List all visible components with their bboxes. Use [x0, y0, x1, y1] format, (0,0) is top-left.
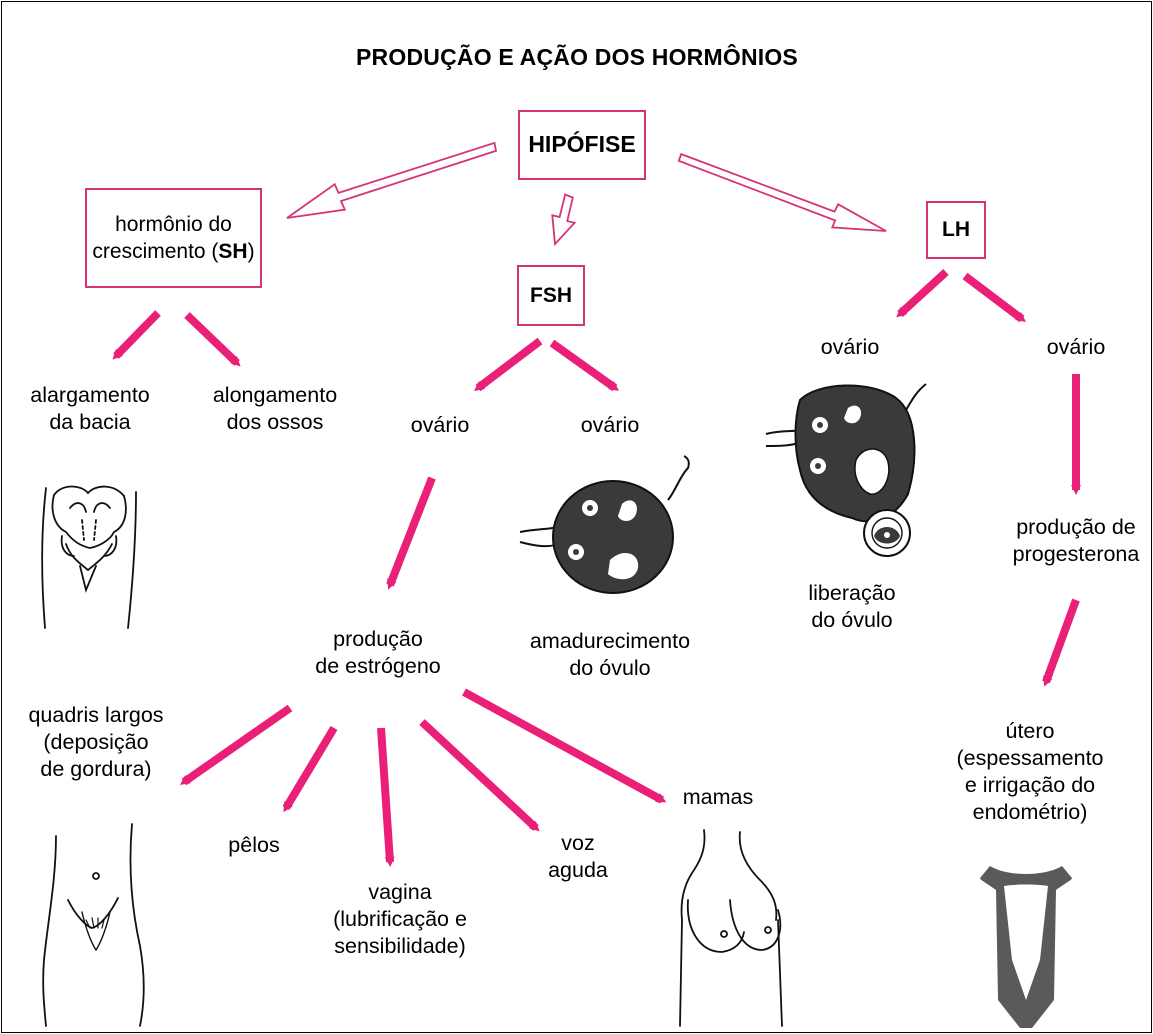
pelos-label: pêlos: [228, 833, 280, 857]
liberacao-label: liberação do óvulo: [808, 581, 896, 633]
lh-label: LH: [942, 218, 970, 242]
fsh-label: FSH: [530, 283, 572, 307]
fsh-box: FSH: [517, 265, 585, 326]
arrow-progesterona-to-utero: [1042, 598, 1080, 687]
arrow-hipofise-to-lh: [677, 152, 887, 232]
growth-hormone-box: hormônio do crescimento (SH): [85, 188, 262, 288]
arrow-gh-to-alongamento: [184, 312, 241, 367]
pelvis-illustration: [41, 485, 137, 629]
page-title: PRODUÇÃO E AÇÃO DOS HORMÔNIOS: [356, 44, 798, 70]
arrow-lh-to-ovario-right: [962, 272, 1026, 323]
arrow-lh-to-ovario-left: [896, 269, 949, 318]
arrow-estrogeno-to-quadris: [179, 704, 293, 786]
hipofise-label: HIPÓFISE: [528, 131, 636, 158]
ovary-ovulation-illustration: [765, 383, 927, 557]
arrow-fsh-to-ovario-right: [549, 339, 620, 392]
arrow-gh-to-alargamento: [112, 310, 161, 360]
mamas-label: mamas: [682, 785, 754, 809]
growth-hormone-label: hormônio do crescimento (SH): [92, 211, 254, 266]
ovario-lh-left-label: ovário: [820, 335, 880, 359]
ovary-illustration: [519, 455, 690, 594]
growth-hormone-abbrev: SH: [218, 240, 248, 263]
arrow-hipofise-to-gh: [286, 141, 498, 219]
breasts-illustration: [679, 829, 783, 1027]
arrow-estrogeno-to-vagina: [377, 727, 395, 867]
alargamento-label: alargamento da bacia: [30, 383, 150, 435]
producao-estrogeno-label: produção de estrógeno: [315, 627, 441, 679]
arrow-estrogeno-to-mamas: [462, 688, 667, 804]
arrow-ovario-to-estrogeno: [386, 476, 436, 590]
quadris-label: quadris largos (deposição de gordura): [28, 703, 164, 782]
hips-illustration: [42, 823, 145, 1027]
arrow-hipofise-to-fsh: [551, 193, 577, 247]
utero-label: útero (espessamento e irrigação do endom…: [956, 719, 1104, 825]
hipofise-box: HIPÓFISE: [518, 110, 646, 180]
arrow-fsh-to-ovario-left: [474, 337, 543, 392]
growth-hormone-line1: hormônio do: [115, 212, 232, 236]
vagina-label: vagina (lubrificação e sensibilidade): [333, 880, 467, 959]
producao-progesterona-label: produção de progesterona: [1012, 515, 1140, 567]
arrow-estrogeno-to-voz: [419, 719, 540, 832]
ovario-lh-right-label: ovário: [1046, 335, 1106, 359]
solid-arrows: [112, 269, 1081, 867]
ovario-fsh-left-label: ovário: [410, 413, 470, 437]
growth-hormone-line2-suffix: ): [247, 240, 255, 263]
ovario-fsh-right-label: ovário: [580, 413, 640, 437]
alongamento-label: alongamento dos ossos: [212, 383, 338, 435]
uterus-illustration: [980, 866, 1072, 1028]
voz-label: voz aguda: [548, 831, 608, 883]
arrow-estrogeno-to-pelos: [282, 725, 338, 813]
growth-hormone-line2-prefix: crescimento (: [92, 240, 219, 263]
amadurecimento-label: amadurecimento do óvulo: [529, 629, 691, 681]
lh-box: LH: [926, 201, 986, 259]
hollow-arrows: [286, 141, 887, 247]
